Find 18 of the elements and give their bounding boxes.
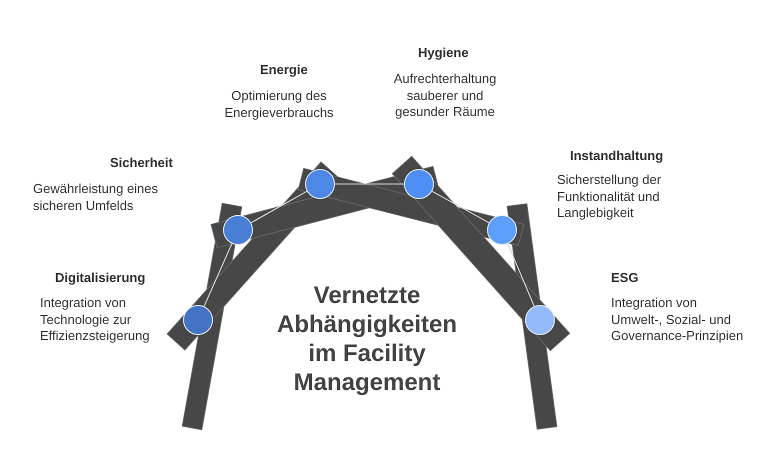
section-heading: Instandhaltung [570,148,664,164]
connector-line [204,243,232,307]
description-text: Integration von Umwelt-, Sozial- und Governance-Prinzipien [611,295,744,344]
section-heading: ESG [611,270,638,286]
section-heading: Sicherheit [110,155,173,171]
description-text: Optimierung des Energieverbrauchs [223,88,335,121]
description-text: Aufrechterhaltung sauberer und gesunder Räume [392,71,498,120]
section-heading: Energie [260,62,308,78]
connector-line [250,190,308,224]
connector-line [335,183,404,185]
description-text: Sicherstellung der Funktionalität und Langlebigkeit [557,172,662,222]
section-heading: Hygiene [418,45,469,61]
connector-line [432,190,490,224]
section-heading: Digitalisierung [55,270,146,286]
connector-line [507,244,535,306]
description-text: Integration von Technologie zur Effizienzsteigerung [40,295,151,344]
description-text: Gewährleistung eines sicheren Umfelds [33,181,160,214]
diagram-title: Vernetzte Abhängigkeiten im Facility Management [276,281,458,397]
